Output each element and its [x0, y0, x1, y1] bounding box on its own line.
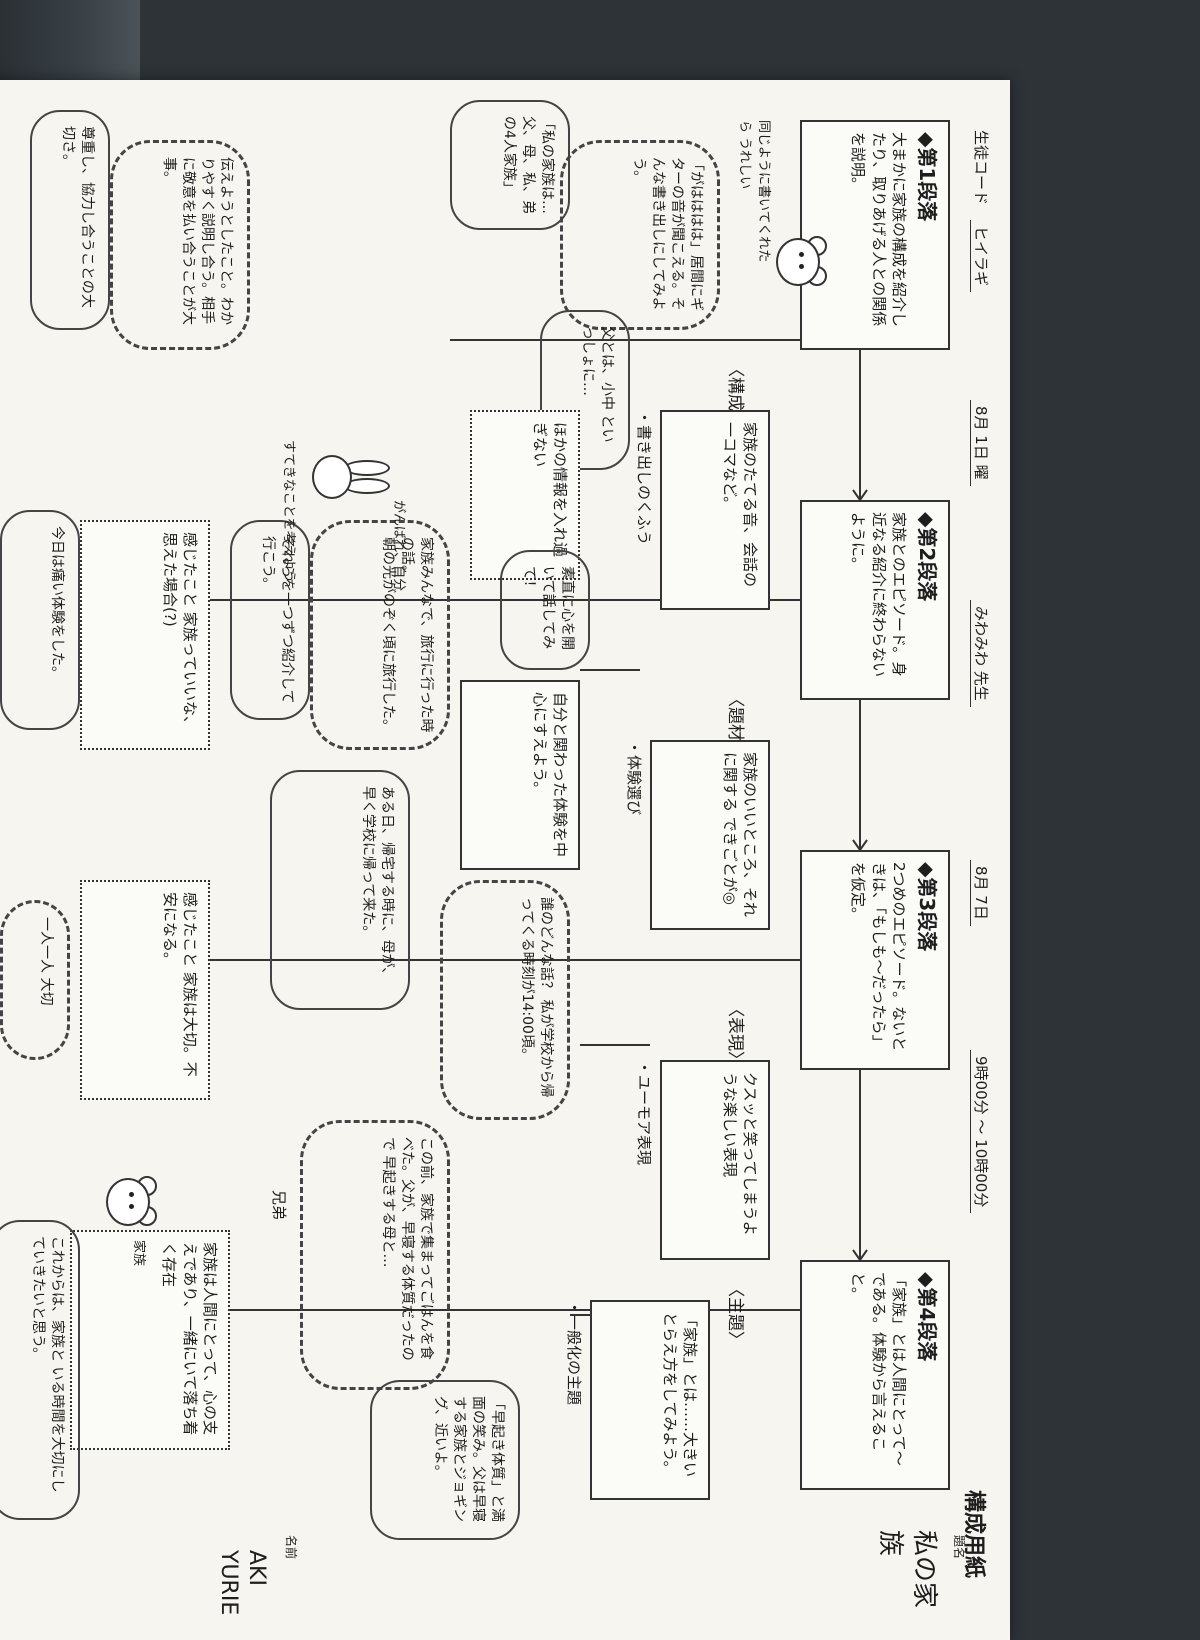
point-2-box: 家族のいいところ、それに関する できごとが◎: [650, 740, 770, 930]
point-1-text: 家族のたてる音、会話の一コマなど。: [720, 422, 759, 588]
composition-sheet: 生徒コード ヒイラギ 8月 1日 曜 みわみわ 先生 8月 7日 9時00分 ～…: [0, 80, 1010, 1640]
stage-4-box-text: 家族は人間にとって、心の支えであり、一緒にいて落ち着く存在: [160, 1242, 220, 1436]
stage-2-open-text: 素直に心を開いて話してみて！: [521, 566, 575, 650]
stage-3-story-cloud: 誰のどんな話？ 私が学校から帰ってくる時刻が14:00頃。: [440, 880, 570, 1120]
stage-3-event-bubble: ある日、帰宅する時に、母が、早く学校に帰って来た。: [270, 770, 410, 1010]
stage-3-event-text: ある日、帰宅する時に、母が、早く学校に帰って来た。: [360, 786, 395, 982]
stage-3-felt-box: 感じたこと 家族は大切。不安になる。: [80, 880, 210, 1100]
essay-name: AKI YURIE: [216, 1550, 270, 1616]
sheet-header: 生徒コード ヒイラギ 8月 1日 曜 みわみわ 先生 8月 7日 9時00分 ～…: [960, 100, 1000, 1620]
rabbit-doodle: [310, 450, 390, 500]
essay-name-label: 名前: [284, 1535, 298, 1560]
form-title: 構成用紙: [961, 1490, 986, 1579]
stage-3-bottom-text: 一人一人 大切: [38, 917, 54, 1006]
stage-1-note-text: 父とは、小中 といっしょに…: [580, 326, 615, 443]
stage-2-text: 家族とのエピソード。身近なる紹介に終わらないように。: [849, 512, 909, 678]
bear-doodle-2: [105, 1170, 160, 1230]
stage-1-teach-text: ほかの情報を入れ過ぎない: [530, 422, 569, 558]
time-range: 9時00分 ～ 10時00分: [970, 1050, 992, 1214]
point-3-label: 〈表現〉: [725, 1000, 745, 1068]
stage-2-self-text: 自分と関わった体験を中心にすえよう。: [530, 692, 569, 858]
stage-1-text: 大まかに家族の構成を紹介したり、取りあげる人との関係を説明。: [849, 132, 909, 328]
student-code-label: 生徒コード: [972, 130, 990, 206]
stage-4-right-bubble: 「早起き体質」と満面の笑み。父は早寝する家族とジョギング、近いよ。: [370, 1380, 520, 1540]
point-1-note: ・書き出しのくふう: [635, 410, 653, 546]
point-1-box: 家族のたてる音、会話の一コマなど。: [660, 410, 770, 610]
point-4-label: 〈主題〉: [725, 1280, 745, 1348]
stage-4-box: ◆第4段落 「家族」とは人間にとって〜である。体験から言えること。: [800, 1260, 950, 1490]
essay-title-label: 題名: [952, 1535, 966, 1560]
bear-speech: 同じように書いてくれたら うれしい: [737, 120, 771, 263]
point-2-note: ・体験選び: [625, 740, 643, 816]
stage-4-bottom-bubble: これからは、家族と いる時間を大切にしていきたいと思う。: [0, 1220, 80, 1520]
stage-4-head: ◆第4段落: [915, 1272, 939, 1362]
stage-1-bottom-bubble: 尊重し、協力し合うことの大切さ。: [30, 110, 110, 330]
point-4-text: 「家族」とは……大きいとらえ方をしてみよう。: [660, 1312, 699, 1478]
stage-1-hint-text: 伝えようとしたこと。わかりやすく説明し合う。相手に敬意を払い合うことが大事。: [161, 157, 234, 325]
bear-doodle-1: [775, 230, 830, 290]
stage-1-head: ◆第1段落: [915, 132, 939, 222]
stage-2-story-cloud: 家族みんなで、旅行に行った時の話。 朝の光がのぞく頃に旅行した。: [310, 520, 450, 750]
stage-3-text: 2つめのエピソード。ないときは、「もしも〜だったら」を仮定。: [849, 862, 909, 1052]
stage-2-felt-text: 感じたこと 家族っていいな、思えた場合(?): [160, 532, 199, 732]
rabbit-speech: すてきなことを考えよう: [281, 440, 296, 583]
stage-4-story-cloud: この前、家族で集まってごはんを食べた。父が、早寝する体質だったので 早起きする母…: [300, 1120, 450, 1390]
stage-2-bottom-bubble: 今日は痛い体験をした。: [0, 510, 80, 730]
stage-3-story-text: 誰のどんな話？ 私が学校から帰ってくる時刻が14:00頃。: [519, 897, 554, 1098]
stage-4-box-dotted: 家族は人間にとって、心の支えであり、一緒にいて落ち着く存在: [70, 1230, 230, 1450]
teacher-name: みわみわ 先生: [970, 600, 992, 707]
stage-4-near-text: 兄弟: [270, 1190, 288, 1221]
point-3-text: クスッと笑ってしまうような楽しい表現: [720, 1072, 759, 1236]
bear-label: 家族: [131, 1240, 146, 1267]
date-1: 8月 1日 曜: [970, 400, 992, 486]
stage-1-family-text: 「私の家族は…父、母、私、弟の4人家族」: [501, 116, 555, 214]
stage-2-bottom-text: 今日は痛い体験をした。: [49, 526, 65, 680]
point-4-box: 「家族」とは……大きいとらえ方をしてみよう。: [590, 1300, 710, 1500]
point-3-box: クスッと笑ってしまうような楽しい表現: [660, 1060, 770, 1260]
stage-3-felt-text: 感じたこと 家族は大切。不安になる。: [160, 892, 199, 1077]
point-4-note: ・一般化の主題: [565, 1300, 583, 1406]
date-2: 8月 7日: [970, 860, 992, 926]
stage-1-hint-cloud: 伝えようとしたこと。わかりやすく説明し合う。相手に敬意を払い合うことが大事。: [110, 140, 250, 350]
stage-3-bottom-cloud: 一人一人 大切: [0, 900, 70, 1060]
stage-3-box: ◆第3段落 2つめのエピソード。ないときは、「もしも〜だったら」を仮定。: [800, 850, 950, 1070]
stage-3-head: ◆第3段落: [915, 862, 939, 952]
student-code: ヒイラギ: [970, 220, 992, 293]
stage-2-self-box: 自分と関わった体験を中心にすえよう。: [460, 680, 580, 870]
stage-2-box: ◆第2段落 家族とのエピソード。身近なる紹介に終わらないように。: [800, 500, 950, 700]
stage-2-head: ◆第2段落: [915, 512, 939, 602]
stage-4-story-text: この前、家族で集まってごはんを食べた。父が、早寝する体質だったので 早起きする母…: [380, 1137, 434, 1361]
stage-2-felt-box: 感じたこと 家族っていいな、思えた場合(?): [80, 520, 210, 750]
stage-4-right-text: 「早起き体質」と満面の笑み。父は早寝する家族とジョギング、近いよ。: [432, 1396, 505, 1522]
stage-2-open-bubble: 素直に心を開いて話してみて！: [500, 550, 590, 670]
point-3-note: ・ユーモア表現: [635, 1060, 653, 1166]
stage-4-text: 「家族」とは人間にとって〜である。体験から言えること。: [849, 1272, 909, 1466]
rabbit-label: がんばれ、自分: [391, 500, 406, 592]
essay-title: 私の家族: [875, 1530, 939, 1609]
point-2-text: 家族のいいところ、それに関する できごとが◎: [720, 752, 759, 918]
stage-4-bottom-text: これからは、家族と いる時間を大切にしていきたいと思う。: [30, 1236, 65, 1493]
stage-1-family-bubble: 「私の家族は…父、母、私、弟の4人家族」: [450, 100, 570, 230]
stage-1-bottom-text: 尊重し、協力し合うことの大切さ。: [60, 126, 95, 308]
stage-1-idea-cloud: 「がはははは」居間にギターの音が聞こえる。そんな書き出しにしてみよう。: [560, 140, 720, 330]
stage-1-idea-text: 「がはははは」居間にギターの音が聞こえる。そんな書き出しにしてみよう。: [631, 157, 704, 311]
